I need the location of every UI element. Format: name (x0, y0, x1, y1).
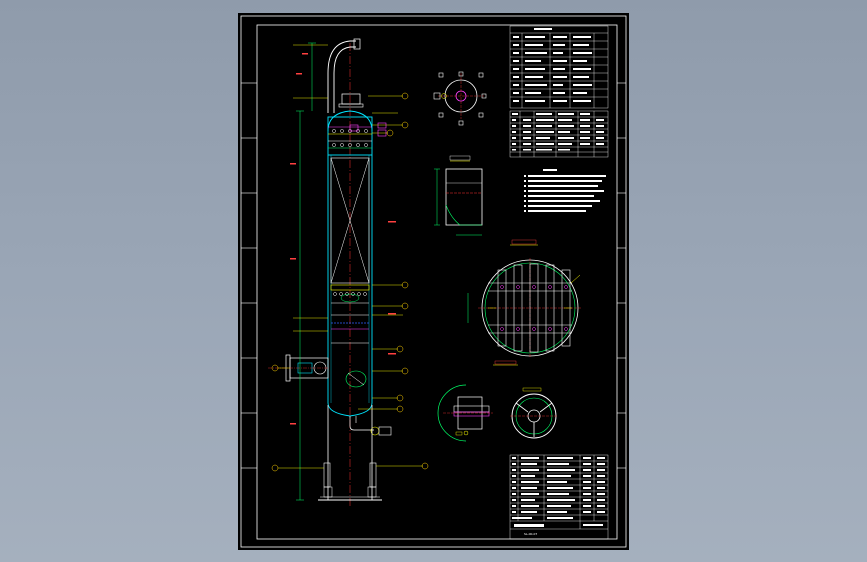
upper-distributor-holes (332, 129, 368, 147)
nozzle-tags (349, 122, 387, 137)
zone-ticks-left (241, 82, 257, 469)
leaders-right (358, 95, 423, 467)
nozzle-schedule-text (512, 113, 604, 151)
grid-cross-rows (488, 282, 572, 334)
drawing-number: SL-00-07 (524, 532, 537, 536)
nozzle-schedule (509, 110, 609, 158)
cad-drawing: SL-00-07 (240, 15, 627, 548)
skirt-section (510, 387, 558, 439)
title-block-text (512, 457, 605, 527)
tower-elevation (268, 38, 429, 508)
title-block (509, 454, 609, 540)
distributor-detail (434, 155, 483, 236)
nozzle-orientation-plan (433, 71, 487, 126)
grid-beams (497, 263, 571, 353)
technical-data-table (509, 25, 609, 109)
dimension-marks (290, 53, 396, 425)
support-grid-section (467, 239, 582, 366)
grid-holes (500, 285, 568, 331)
technical-data-text (513, 28, 592, 102)
leaders-left (278, 44, 328, 469)
nozzle-balloons (271, 92, 429, 472)
drawing-sheet: SL-00-07 (238, 13, 629, 550)
technical-notes (524, 169, 606, 212)
zone-ticks-right (617, 82, 626, 469)
sheet-frame (240, 15, 627, 548)
manhole-detail (437, 384, 493, 442)
